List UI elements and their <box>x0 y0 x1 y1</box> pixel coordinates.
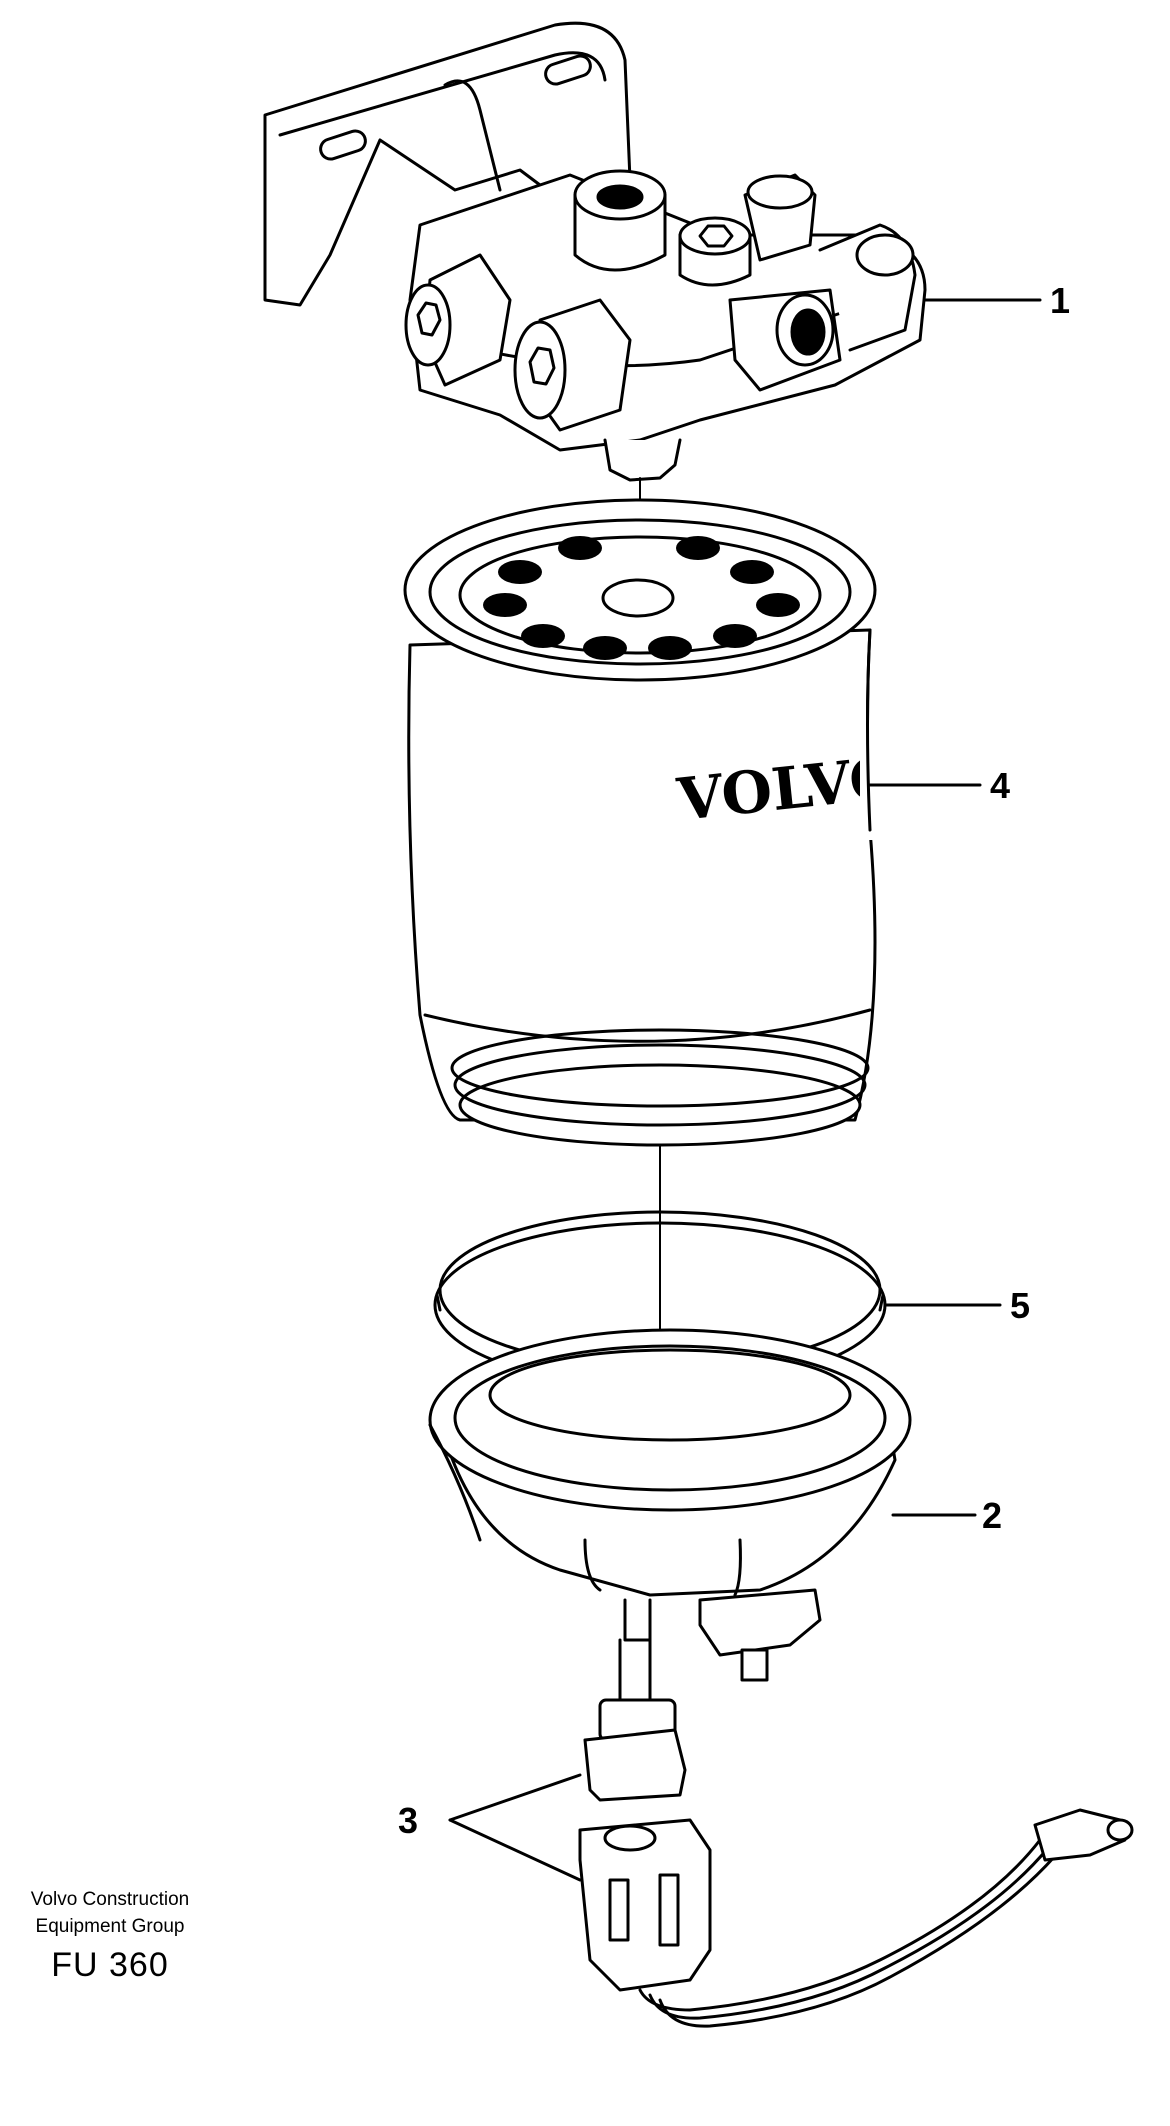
callout-2: 2 <box>982 1495 1003 1536</box>
sensor-connector <box>583 1728 687 1802</box>
callout-3: 3 <box>398 1800 419 1841</box>
bracket-slot-right <box>544 54 592 86</box>
figure-code: FU 360 <box>51 1946 169 1984</box>
cartridge-holes <box>483 536 800 660</box>
cartridge-center-port <box>601 578 675 618</box>
leader-3-lower <box>448 1818 582 1882</box>
callout-1: 1 <box>1050 280 1071 321</box>
top-plug-hex <box>698 224 734 248</box>
callout-4: 4 <box>990 765 1011 806</box>
callout-5: 5 <box>1010 1285 1031 1326</box>
leader-3-upper <box>448 1773 582 1822</box>
water-separator-bowl <box>428 1328 912 1682</box>
sensor-stem <box>623 1598 652 1642</box>
callout-leaders <box>448 298 1042 1882</box>
mounting-bracket <box>263 21 632 307</box>
outlet-nozzle <box>603 438 682 482</box>
drain-valve <box>698 1588 822 1657</box>
center-fitting-hex <box>528 346 556 386</box>
water-sensor-assembly <box>578 1638 1134 2028</box>
wiring-plug <box>578 1818 712 1992</box>
wiring-harness <box>638 1838 1057 2028</box>
maker-line-2: Equipment Group <box>35 1916 185 1937</box>
bracket-slot-left <box>319 129 367 161</box>
maker-line-1: Volvo Construction <box>30 1889 190 1910</box>
filter-cartridge <box>403 498 877 1147</box>
left-fitting-hex <box>416 301 442 337</box>
filter-head-assembly <box>263 21 927 482</box>
